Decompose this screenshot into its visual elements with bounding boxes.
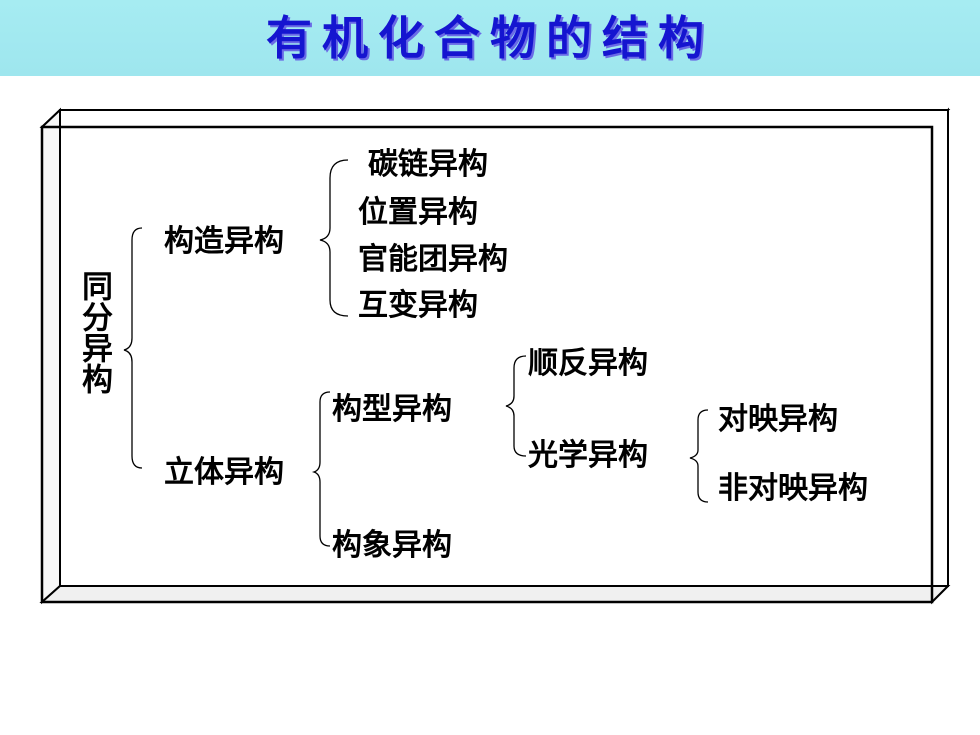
frame-front (59, 109, 949, 587)
title-band (0, 0, 980, 76)
node-carbon-chain: 碳链异构 (368, 147, 488, 182)
node-enantiomer: 对映异构 (718, 402, 838, 437)
node-configurational: 构型异构 (332, 392, 452, 427)
node-conformational: 构象异构 (332, 528, 452, 563)
node-constitutional: 构造异构 (164, 224, 284, 259)
frame-left-face (41, 107, 61, 605)
constitutional-brace (319, 159, 349, 317)
node-optical: 光学异构 (528, 438, 648, 473)
node-position: 位置异构 (358, 195, 478, 230)
configurational-brace (505, 355, 527, 457)
root-label: 同分异构 (76, 270, 112, 394)
node-cis-trans: 顺反异构 (528, 346, 648, 381)
node-diastereomer: 非对映异构 (718, 471, 868, 506)
frame-bottom-face (39, 585, 951, 603)
stereo-brace (311, 391, 331, 547)
node-functional-group: 官能团异构 (358, 242, 508, 277)
root-brace (123, 227, 143, 469)
optical-brace (689, 409, 709, 503)
node-tautomerism: 互变异构 (358, 288, 478, 323)
node-stereo: 立体异构 (164, 455, 284, 490)
slide-title: 有机化合物的结构 (266, 11, 714, 65)
